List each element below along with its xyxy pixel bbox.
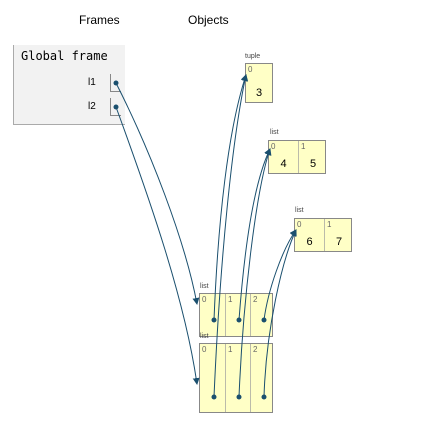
frame-title: Global frame: [21, 49, 108, 63]
list-element: 0 6: [295, 219, 324, 251]
list-element: 0 4: [269, 141, 298, 173]
element-index: 1: [327, 220, 332, 229]
element-index: 0: [248, 65, 253, 74]
list-element: 0: [200, 344, 225, 412]
object-type-label: list: [200, 333, 209, 340]
pointer-dot: [236, 394, 242, 400]
list-object-l1[interactable]: 0 1 2: [199, 293, 273, 337]
list-element: 1: [225, 294, 250, 336]
pointer-arrow: [213, 74, 248, 321]
object-type-label: list: [295, 207, 304, 214]
pointer-arrow: [238, 148, 271, 321]
element-value: 7: [335, 236, 343, 248]
pointer-dot: [261, 394, 267, 400]
global-frame: [13, 45, 125, 125]
list-object-l2[interactable]: 0 1 2: [199, 343, 273, 413]
element-value: 6: [306, 236, 313, 248]
element-index: 0: [297, 220, 302, 229]
variable-pointer-cell-l1[interactable]: [110, 74, 121, 92]
pointer-arrow: [263, 229, 297, 321]
element-index: 0: [202, 345, 207, 354]
pointer-dot: [211, 317, 217, 323]
element-index: 0: [271, 142, 276, 151]
variable-name-l1: l1: [88, 77, 96, 88]
object-type-label: tuple: [245, 53, 261, 60]
list-element: 0: [200, 294, 225, 336]
tuple-object[interactable]: 0 3: [245, 63, 273, 103]
pointer-dot: [261, 317, 267, 323]
variable-pointer-cell-l2[interactable]: [110, 98, 121, 116]
element-index: 2: [253, 295, 258, 304]
pointer-arrow: [213, 74, 249, 398]
list-element: 2: [250, 344, 274, 412]
element-value: 3: [255, 87, 263, 99]
element-index: 0: [202, 295, 207, 304]
list-element: 1: [225, 344, 250, 412]
pointer-arrow: [263, 229, 297, 398]
pointer-arrow: [238, 148, 272, 398]
element-value: 4: [280, 158, 287, 170]
pointer-dot: [236, 317, 242, 323]
pointer-dot: [211, 394, 217, 400]
variable-name-l2: l2: [88, 101, 96, 112]
list-element: 2: [250, 294, 274, 336]
element-index: 1: [228, 345, 233, 354]
pointer-arrow-l1: [115, 82, 200, 305]
object-type-label: list: [200, 283, 209, 290]
frames-header: Frames: [79, 13, 120, 27]
element-value: 5: [309, 158, 317, 170]
list-object[interactable]: 0 6 1 7: [294, 218, 352, 252]
list-element: 1 5: [298, 141, 327, 173]
objects-header: Objects: [188, 13, 229, 27]
list-element: 1 7: [324, 219, 353, 251]
object-type-label: list: [270, 129, 279, 136]
element-index: 2: [253, 345, 258, 354]
pointer-arrow-l2: [115, 106, 200, 385]
element-index: 1: [228, 295, 233, 304]
element-index: 1: [301, 142, 306, 151]
pointer-dot: [113, 80, 119, 86]
list-object[interactable]: 0 4 1 5: [268, 140, 326, 174]
pointer-dot: [113, 104, 119, 110]
tuple-element: 0 3: [246, 64, 272, 102]
